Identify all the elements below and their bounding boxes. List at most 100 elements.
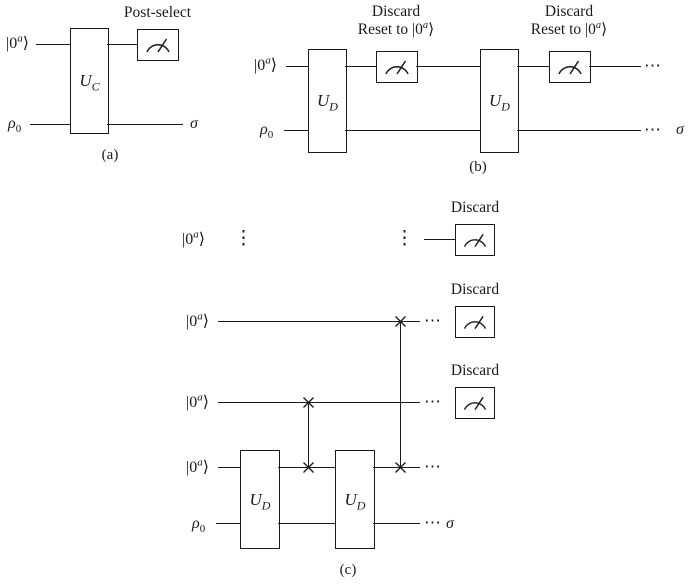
gate-uc: UC <box>70 28 109 134</box>
gate-ud-label: UD <box>249 489 271 511</box>
swap-gate-icon <box>394 315 407 328</box>
gate-base: U <box>79 71 92 90</box>
meter-icon <box>558 60 582 75</box>
ket-sup-a: a <box>193 228 199 241</box>
ket-sup-a: a <box>197 310 203 323</box>
meter-icon <box>463 396 487 411</box>
swap-gate-icon <box>394 461 407 474</box>
gate-ud-label: UD <box>317 91 338 114</box>
rho-base: ρ <box>8 115 16 132</box>
wire <box>345 130 480 131</box>
discard-reset-label: Discard Reset to |0a⟩ <box>499 3 639 39</box>
ket-zero-a-label: |0a⟩ <box>186 391 209 413</box>
wire <box>373 523 420 524</box>
wire <box>345 66 376 67</box>
rho-sub: 0 <box>15 123 22 136</box>
wire <box>218 321 420 322</box>
wire <box>517 66 549 67</box>
post-select-label: Post-select <box>123 4 192 21</box>
reset-text: Reset to |0a⟩ <box>499 19 639 39</box>
gate-ud: UD <box>335 450 375 549</box>
vertical-ellipsis: ⋮ <box>395 228 414 249</box>
gate-base: U <box>317 91 330 110</box>
wire <box>424 239 455 240</box>
ellipsis: ⋯ <box>424 392 441 411</box>
rho-sub: 0 <box>267 129 274 142</box>
discard-text: Discard <box>371 3 421 20</box>
meter-icon <box>385 60 409 75</box>
meter-icon <box>146 38 170 53</box>
caption-b: (b) <box>469 159 487 175</box>
reset-text: Reset to |0a⟩ <box>326 19 466 39</box>
wire <box>107 44 137 45</box>
gate-ud-label: UD <box>344 489 366 512</box>
wire <box>373 467 420 468</box>
wire <box>589 66 641 67</box>
gate-ud: UD <box>240 450 280 549</box>
gate-base: U <box>489 91 502 110</box>
reset-sup: a <box>595 19 602 31</box>
ket-sup-a: a <box>17 32 23 45</box>
wire <box>278 523 335 524</box>
gate-sub: D <box>329 99 338 114</box>
reset-pre: Reset to |0 <box>530 21 596 38</box>
sigma-label: σ <box>446 515 454 532</box>
reset-post: ⟩ <box>428 21 435 38</box>
measure-box <box>376 51 418 83</box>
ket-bracket: ⟩ <box>202 313 209 330</box>
wire <box>517 130 641 131</box>
gate-ud: UD <box>480 49 519 153</box>
rho-base: ρ <box>260 121 268 138</box>
wire <box>216 523 240 524</box>
sigma-label: σ <box>676 121 684 138</box>
ket-text: |0 <box>6 35 18 52</box>
gate-sub: C <box>91 79 100 94</box>
gate-sub: D <box>501 99 510 114</box>
discard-label: Discard <box>450 199 500 216</box>
wire <box>107 124 183 125</box>
wire <box>218 402 420 403</box>
vertical-wire <box>308 402 309 468</box>
gate-sub: D <box>356 497 366 512</box>
meter-icon <box>463 233 487 248</box>
ket-bracket: ⟩ <box>198 231 205 248</box>
ellipsis: ⋯ <box>424 513 441 532</box>
ket-sup-a: a <box>197 456 203 469</box>
rho-zero-label: ρ0 <box>192 514 206 536</box>
ket-text: |0 <box>254 57 266 74</box>
rho-sub: 0 <box>199 523 206 536</box>
ellipsis: ⋯ <box>424 311 441 330</box>
rho-zero-label: ρ0 <box>8 114 22 136</box>
discard-text: Discard <box>544 3 594 20</box>
ket-zero-a-label: |0a⟩ <box>186 456 209 478</box>
swap-gate-icon <box>302 461 315 474</box>
ket-sup-a: a <box>197 391 203 404</box>
ellipsis: ⋯ <box>644 56 661 75</box>
discard-label: Discard <box>450 362 500 379</box>
reset-post: ⟩ <box>601 21 608 38</box>
reset-pre: Reset to |0 <box>357 21 423 38</box>
ket-text: |0 <box>186 313 198 330</box>
wire <box>278 467 335 468</box>
ket-zero-a-label: |0a⟩ <box>6 32 29 54</box>
wire <box>416 66 480 67</box>
reset-sup: a <box>422 19 429 31</box>
swap-gate-icon <box>302 396 315 409</box>
measure-box <box>137 29 179 61</box>
ket-bracket: ⟩ <box>202 459 209 476</box>
wire <box>284 130 308 131</box>
ket-text: |0 <box>182 231 194 248</box>
measure-box <box>455 387 495 419</box>
gate-base: U <box>344 489 357 509</box>
caption-a: (a) <box>101 147 119 163</box>
ket-sup-a: a <box>265 54 271 67</box>
wire <box>286 66 308 67</box>
measure-box <box>455 224 495 256</box>
discard-label: Discard <box>450 281 500 298</box>
sigma-label: σ <box>190 115 198 132</box>
ket-text: |0 <box>186 394 198 411</box>
wire <box>218 467 240 468</box>
rho-zero-label: ρ0 <box>260 120 274 142</box>
gate-base: U <box>249 489 262 509</box>
